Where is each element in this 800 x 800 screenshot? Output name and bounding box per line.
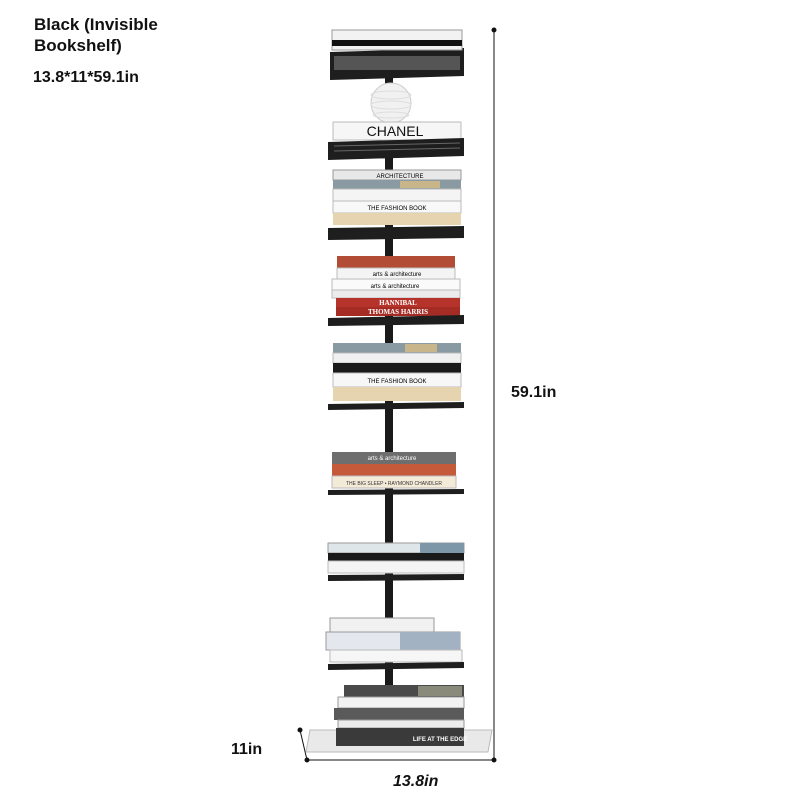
book-architecture: ARCHITECTURE: [376, 174, 423, 180]
product-title: Black (Invisible Bookshelf): [34, 15, 158, 55]
product-dimensions: 13.8*11*59.1in: [33, 69, 139, 86]
shelf-3: ARCHITECTURE THE FASHION BOOK: [328, 169, 464, 240]
decor-vase: [370, 82, 412, 124]
width-measurement: 13.8in: [393, 773, 439, 790]
book-fashion-1: THE FASHION BOOK: [367, 206, 426, 212]
depth-measurement: 11in: [231, 741, 263, 758]
book-arts-1: arts & architecture: [373, 272, 422, 278]
shelf-6: arts & architecture THE BIG SLEEP • RAYM…: [328, 452, 464, 495]
shelf-8: [325, 617, 464, 670]
shelf-7: [327, 542, 465, 581]
dimension-lines: [297, 27, 497, 763]
book-fashion-2: THE FASHION BOOK: [367, 379, 426, 385]
book-hannibal: HANNIBAL: [379, 299, 417, 307]
shelf-2: CHANEL: [328, 121, 464, 160]
book-arts-2: arts & architecture: [371, 284, 420, 290]
book-thomas-harris: THOMAS HARRIS: [368, 308, 428, 316]
shelf-4: arts & architecture arts & architecture …: [328, 256, 464, 326]
book-life-edge: LIFE AT THE EDGE: [413, 737, 467, 743]
book-arts-3: arts & architecture: [368, 456, 417, 462]
shelf-5: THE FASHION BOOK: [328, 343, 464, 410]
bottom-stack: LIFE AT THE EDGE: [334, 685, 467, 746]
shelf-1: [330, 29, 464, 80]
height-measurement: 59.1in: [511, 384, 557, 401]
book-chanel: CHANEL: [367, 123, 424, 139]
book-big-sleep: THE BIG SLEEP • RAYMOND CHANDLER: [346, 481, 442, 487]
